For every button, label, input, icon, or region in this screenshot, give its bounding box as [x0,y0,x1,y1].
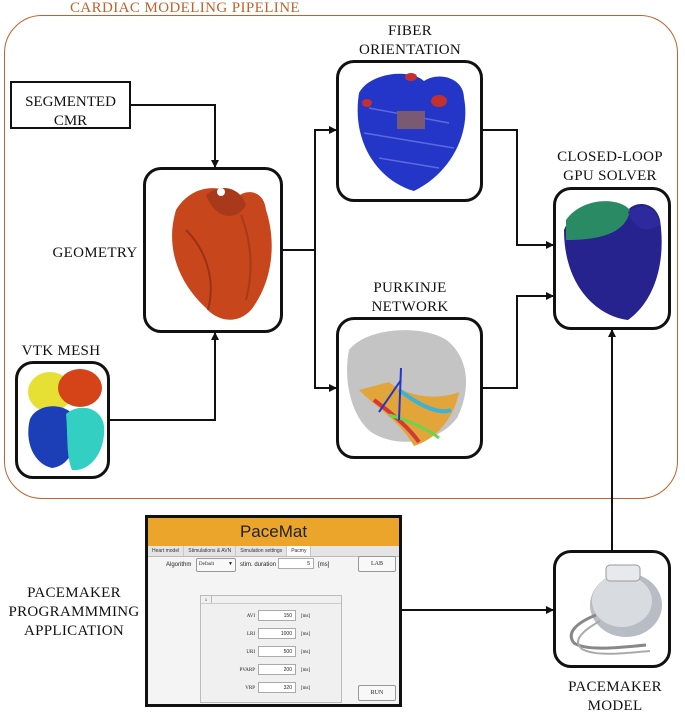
lab-button[interactable]: LAB [358,556,396,572]
param-label-lri: LRI [246,632,255,637]
vtk-mesh-card [15,361,110,479]
fiber-card [336,60,483,202]
param-field-lri[interactable]: 1000 [258,628,296,639]
app-title: PaceMat [148,518,399,546]
geometry-label-text: GEOMETRY [52,245,138,261]
tab-heart-model[interactable]: Heart model [148,546,185,556]
app-label-3: APPLICATION [24,623,124,639]
solver-label: CLOSED-LOOP GPU SOLVER [545,148,675,186]
param-field-pvarp[interactable]: 200 [258,664,296,675]
app-label: PACEMAKER PROGRAMMMING APPLICATION [0,584,148,641]
pacemaker-model-label: PACEMAKER MODEL [550,678,680,716]
param-field-avi[interactable]: 150 [258,610,296,621]
param-unit-pvarp: [ms] [301,668,311,673]
purkinje-label: PURKINJE NETWORK [355,279,465,317]
solver-label-2: GPU SOLVER [563,168,657,184]
parameter-panel: 1 AVI 150 [ms] LRI 1000 [ms] URI 500 [ms… [200,595,342,703]
fiber-label-1: FIBER [387,23,432,39]
param-label-uri: URI [246,650,255,655]
algorithm-label: Algorithm [166,562,192,568]
segmented-cmr-box: SEGMENTED CMR [10,81,131,129]
panel-divider [201,603,341,604]
param-label-avi: AVI [246,614,255,619]
tab-stimulations[interactable]: Stimulations & AVN [184,546,237,556]
pacemat-window: PaceMat Heart model Stimulations & AVN S… [145,515,402,707]
purkinje-card [336,317,483,459]
solver-card [553,187,671,330]
geometry-label: GEOMETRY [50,244,140,263]
purkinje-label-1: PURKINJE [373,280,447,296]
solver-label-1: CLOSED-LOOP [557,149,663,165]
pipeline-title: CARDIAC MODELING PIPELINE [70,0,300,16]
pacemaker-image [569,564,662,655]
app-label-1: PACEMAKER [27,585,121,601]
param-field-uri[interactable]: 500 [258,646,296,657]
pacemaker-model-label-1: PACEMAKER [568,679,662,695]
algorithm-select[interactable]: Default ▼ [196,558,236,572]
stim-duration-field[interactable]: 5 [278,558,314,569]
fiber-label: FIBER ORIENTATION [355,22,465,60]
stim-duration-label: stim. duration [240,562,277,568]
solver-image [564,201,662,320]
geometry-card [143,167,283,333]
param-label-vrp: VRP [245,686,255,691]
param-unit-lri: [ms] [301,632,311,637]
vtk-mesh-label-text: VTK MESH [21,343,101,359]
param-field-vrp[interactable]: 320 [258,682,296,693]
param-label-pvarp: PVARP [239,668,255,673]
heart-geometry-image [172,187,272,320]
segmented-label-1: SEGMENTED [25,94,116,110]
panel-tab[interactable]: 1 [201,596,212,603]
pacemaker-model-card [553,550,671,668]
tab-pacmy[interactable]: Pacmy [287,546,312,556]
tab-simulation-settings[interactable]: Simulation settings [236,546,288,556]
segmented-label-2: CMR [53,113,88,129]
run-button[interactable]: RUN [358,685,396,701]
fiber-image [357,73,466,191]
purkinje-label-2: NETWORK [371,299,449,315]
stim-duration-unit: [ms] [318,562,330,568]
param-unit-vrp: [ms] [301,686,311,691]
purkinje-image [347,330,467,446]
algorithm-select-value: Default [199,562,214,567]
chevron-down-icon: ▼ [228,562,233,567]
app-tabbar: Heart model Stimulations & AVN Simulatio… [148,546,399,557]
param-unit-uri: [ms] [301,650,311,655]
app-label-2: PROGRAMMMING [8,604,140,620]
fiber-label-2: ORIENTATION [358,42,462,58]
pacemaker-model-label-2: MODEL [587,698,643,714]
vtk-mesh-image [28,369,105,471]
vtk-mesh-label: VTK MESH [16,342,106,361]
param-unit-avi: [ms] [301,614,311,619]
pipeline-frame [4,15,678,499]
